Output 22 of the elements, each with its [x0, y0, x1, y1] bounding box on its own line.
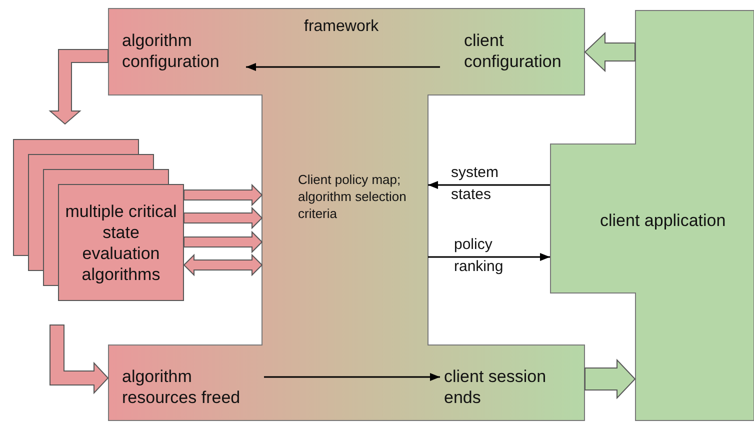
panel-title: framework [304, 17, 379, 37]
block-arrow [584, 358, 636, 400]
block-arrow [183, 254, 263, 276]
panel-label: client application [600, 210, 726, 231]
arrow [428, 253, 550, 261]
edge-label: policy ranking [454, 235, 504, 277]
step-label: algorithm configuration [122, 30, 252, 72]
block-arrow [184, 230, 263, 254]
box-label: multiple critical state evaluation algorithms [65, 200, 177, 284]
block-arrow [184, 206, 263, 230]
panel-text: Client policy map; algorithm selection criteria [298, 171, 408, 222]
step-label: client configuration [464, 30, 584, 72]
edge-label: system states [451, 163, 500, 205]
block-arrow [584, 32, 636, 72]
arrow [264, 373, 440, 381]
step-label: client session ends [444, 366, 574, 408]
block-arrow [48, 49, 108, 125]
block-arrow [184, 184, 263, 206]
step-label: algorithm resources freed [122, 366, 262, 408]
block-arrow [50, 324, 109, 394]
arrow [428, 181, 550, 189]
arrow [246, 63, 440, 71]
